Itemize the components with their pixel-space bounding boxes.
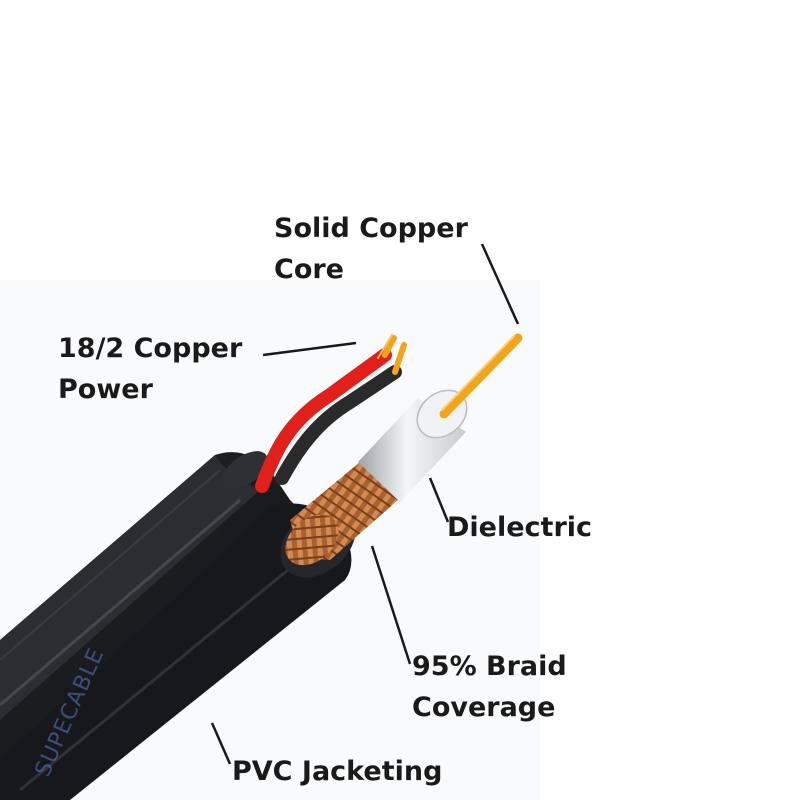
label-solid-copper-core: Solid Copper Core xyxy=(274,208,468,290)
label-power-line1: 18/2 Copper xyxy=(58,333,243,364)
label-dielectric-text: Dielectric xyxy=(447,512,593,543)
label-copper-power: 18/2 Copper Power xyxy=(58,328,242,410)
leader-dielectric xyxy=(428,477,450,523)
label-braid-line2: Coverage xyxy=(412,692,556,723)
label-core-line2: Core xyxy=(274,254,344,285)
label-dielectric: Dielectric xyxy=(447,507,592,548)
braid-shield xyxy=(285,462,398,566)
label-pvc-jacketing: PVC Jacketing xyxy=(232,751,442,792)
power-wires xyxy=(255,334,407,493)
leader-braid xyxy=(370,545,412,665)
label-braid-line1: 95% Braid xyxy=(412,651,567,682)
leader-jacket xyxy=(210,722,232,765)
label-braid-coverage: 95% Braid Coverage xyxy=(412,646,567,728)
leader-power xyxy=(262,341,357,357)
label-jacket-text: PVC Jacketing xyxy=(232,756,443,787)
copper-core xyxy=(439,333,523,419)
label-power-line2: Power xyxy=(58,374,153,405)
label-core-line1: Solid Copper xyxy=(274,213,468,244)
leader-lines xyxy=(210,243,520,765)
leader-core xyxy=(480,243,520,325)
